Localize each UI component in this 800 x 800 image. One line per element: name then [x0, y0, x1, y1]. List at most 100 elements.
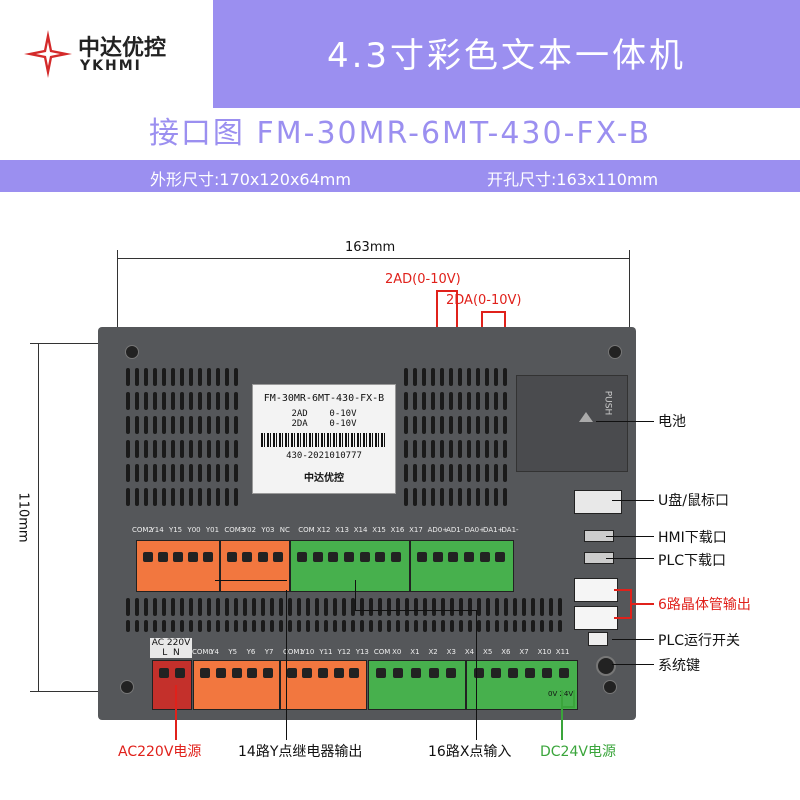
relay-terminal-block-b[interactable] [220, 540, 290, 592]
vent-slot [422, 440, 426, 458]
vent-slot [413, 464, 417, 482]
terminal-screw[interactable] [473, 668, 484, 678]
terminal-screw[interactable] [247, 668, 258, 678]
width-dimension-label: 163mm [345, 240, 396, 255]
vent-slot [153, 488, 157, 506]
terminal-screw[interactable] [142, 552, 153, 562]
terminal-screw[interactable] [333, 668, 344, 678]
terminal-screw[interactable] [318, 668, 328, 678]
cutout-dimension-text: 开孔尺寸:163x110mm [487, 170, 659, 189]
vent-slot [494, 392, 498, 410]
vent-slot [126, 368, 130, 386]
vent-slot [422, 464, 426, 482]
battery-compartment[interactable]: PUSH [516, 375, 628, 472]
vent-slot [216, 488, 220, 506]
vent-slot [459, 598, 463, 616]
terminal-screw[interactable] [257, 552, 268, 562]
terminal-screw[interactable] [416, 552, 427, 562]
vent-slot [468, 620, 472, 632]
vent-slot [189, 392, 193, 410]
top-terminal-label: Y03 [261, 526, 275, 534]
terminal-screw[interactable] [312, 552, 323, 562]
vent-slot [225, 416, 229, 434]
system-key-button[interactable] [596, 656, 616, 676]
relay-terminal-block-a[interactable] [136, 540, 220, 592]
vent-slot [459, 620, 463, 632]
terminal-screw[interactable] [359, 552, 370, 562]
terminal-screw[interactable] [541, 668, 552, 678]
callout-usb: U盘/鼠标口 [658, 493, 729, 509]
terminal-screw[interactable] [524, 668, 535, 678]
terminal-screw[interactable] [479, 552, 490, 562]
vent-slot [522, 598, 526, 616]
terminal-screw[interactable] [495, 552, 506, 562]
terminal-screw[interactable] [273, 552, 284, 562]
width-dimension-line [117, 258, 629, 259]
terminal-screw[interactable] [558, 668, 569, 678]
transistor-output-port-a[interactable] [574, 578, 618, 602]
terminal-screw[interactable] [446, 668, 457, 678]
vent-slot [351, 598, 355, 616]
terminal-screw[interactable] [448, 552, 459, 562]
usb-port[interactable] [574, 490, 622, 514]
card-ad-key: 2AD [291, 409, 308, 419]
vent-slot [234, 392, 238, 410]
terminal-screw[interactable] [463, 552, 474, 562]
terminal-screw[interactable] [393, 668, 404, 678]
transistor-output-port-b[interactable] [574, 606, 618, 630]
vent-slot [207, 416, 211, 434]
analog-terminal-block[interactable] [410, 540, 514, 592]
terminal-screw[interactable] [349, 668, 360, 678]
terminal-screw[interactable] [428, 668, 439, 678]
callout-line-switch [612, 639, 654, 640]
top-terminal-label: Y15 [168, 526, 183, 534]
vent-slot [162, 368, 166, 386]
terminal-screw[interactable] [344, 552, 354, 562]
terminal-screw[interactable] [375, 668, 386, 678]
terminal-screw[interactable] [263, 668, 274, 678]
vent-slot [234, 440, 238, 458]
vent-slot [476, 440, 480, 458]
terminal-screw[interactable] [507, 668, 518, 678]
terminal-screw[interactable] [490, 668, 501, 678]
terminal-screw[interactable] [157, 552, 168, 562]
terminal-screw[interactable] [226, 552, 237, 562]
terminal-screw[interactable] [296, 552, 307, 562]
vent-slot [378, 620, 382, 632]
terminal-screw[interactable] [159, 668, 169, 678]
terminal-screw[interactable] [175, 668, 185, 678]
vent-slot [324, 598, 328, 616]
bottom-terminal-label: COM0 [192, 648, 213, 656]
terminal-screw[interactable] [411, 668, 421, 678]
vent-slot [495, 620, 499, 632]
plc-run-switch[interactable] [588, 632, 608, 646]
vent-slot [458, 368, 462, 386]
vent-slot [126, 488, 130, 506]
terminal-screw[interactable] [173, 552, 183, 562]
terminal-screw[interactable] [375, 552, 386, 562]
page-title: 4.3寸彩色文本一体机 [326, 36, 687, 76]
terminal-screw[interactable] [328, 552, 339, 562]
terminal-screw[interactable] [203, 552, 214, 562]
callout-line-battery [596, 421, 654, 422]
terminal-screw[interactable] [242, 552, 253, 562]
vent-slot [440, 488, 444, 506]
terminal-screw[interactable] [215, 668, 226, 678]
vent-slot [485, 416, 489, 434]
terminal-screw[interactable] [286, 668, 297, 678]
vent-slot [180, 464, 184, 482]
vent-slot [270, 620, 274, 632]
terminal-screw[interactable] [188, 552, 199, 562]
terminal-screw[interactable] [302, 668, 313, 678]
terminal-screw[interactable] [432, 552, 443, 562]
top-terminal-label: AD0+ [427, 526, 449, 534]
terminal-screw[interactable] [199, 668, 210, 678]
callout-line-relay [286, 590, 287, 740]
vent-slot [431, 440, 435, 458]
x-input-terminal-block-a[interactable] [290, 540, 410, 592]
vent-slot [540, 620, 544, 632]
ac-power-terminal[interactable] [152, 660, 192, 710]
top-terminal-label: Y01 [205, 526, 220, 534]
terminal-screw[interactable] [391, 552, 402, 562]
terminal-screw[interactable] [231, 668, 242, 678]
